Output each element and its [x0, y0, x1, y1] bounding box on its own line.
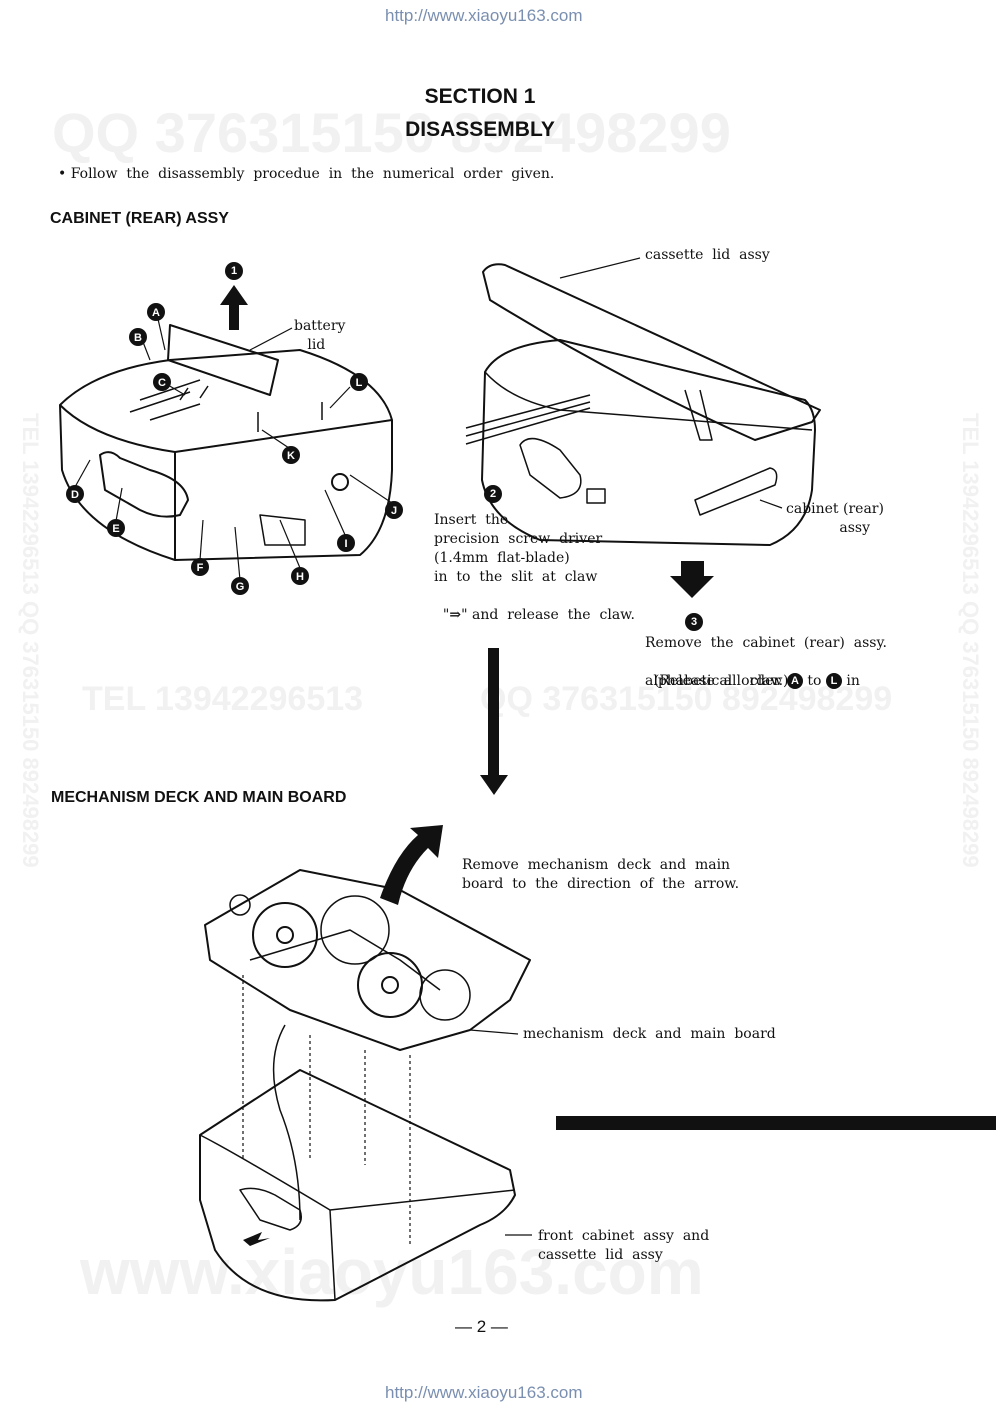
down-arrow-step3	[670, 561, 714, 598]
curved-arrow-remove	[380, 825, 443, 905]
mechanism-deck-drawing	[204, 869, 531, 1051]
svg-text:H: H	[296, 571, 304, 583]
down-arrow-long	[480, 648, 508, 795]
cassette-lid-label: cassette lid assy	[645, 247, 770, 263]
svg-text:I: I	[344, 538, 347, 550]
battery-lid-label: battery lid	[294, 318, 346, 353]
step3-badge: 3	[685, 613, 703, 631]
mechanism-deck-label: mechanism deck and main board	[523, 1026, 776, 1042]
front-cabinet-drawing	[199, 1024, 516, 1302]
svg-text:E: E	[112, 523, 119, 535]
step2-quote-open: "	[442, 607, 450, 623]
cabinet-rear-heading: CABINET (REAR) ASSY	[50, 210, 229, 227]
remove-mechanism-text: Remove mechanism deck and main board to …	[462, 857, 740, 892]
svg-text:J: J	[391, 505, 397, 517]
svg-text:D: D	[71, 489, 79, 501]
step3-line2: (Release all claw A to L in	[645, 653, 860, 691]
claw-badge-i: I	[337, 534, 355, 552]
svg-text:A: A	[152, 307, 160, 319]
step3-badge-a: A	[786, 673, 803, 689]
step2-last-text: " and release the claw.	[461, 607, 635, 623]
cabinet-rear-label: cabinet (rear) assy	[786, 501, 884, 536]
step2-last-line: "⇒" and release the claw.	[434, 587, 635, 625]
claw-badge-h: H	[291, 567, 309, 585]
step1-badge: 1	[225, 262, 243, 280]
step3-line1: Remove the cabinet (rear) assy.	[645, 635, 887, 651]
footer-url[interactable]: http://www.xiaoyu163.com	[385, 1383, 583, 1402]
step3-line3: alphabetical order.)	[645, 673, 789, 689]
claw-badge-d: D	[66, 485, 84, 503]
front-cabinet-label: front cabinet assy and cassette lid assy	[538, 1228, 710, 1263]
claw-badge-e: E	[107, 519, 125, 537]
watermark-tel-mid: TEL 13942296513	[82, 680, 364, 718]
claw-badge-a: A	[147, 303, 165, 321]
header-url[interactable]: http://www.xiaoyu163.com	[385, 6, 583, 25]
step3-line2-c: in	[841, 673, 860, 689]
slit-arrow-icon: ⇒	[449, 607, 462, 623]
svg-text:K: K	[287, 450, 295, 462]
watermark-qq-top: QQ 376315150 892498299	[52, 101, 731, 164]
claw-badges: A B C D E F G H I J K L	[66, 303, 403, 595]
intro-text: • Follow the disassembly procedue in the…	[58, 166, 555, 182]
claw-badge-g: G	[231, 577, 249, 595]
step3-badge-l: L	[825, 673, 842, 689]
svg-text:C: C	[158, 377, 166, 389]
watermark-site: www.xiaoyu163.com	[80, 1236, 704, 1308]
claw-badge-k: K	[282, 446, 300, 464]
cassette-player-drawing	[465, 263, 821, 546]
watermark-qq-mid: QQ 376315150 892498299	[480, 680, 893, 718]
claw-badge-c: C	[153, 373, 171, 391]
black-bar	[556, 1116, 996, 1130]
up-arrow-step1	[220, 285, 248, 330]
svg-text:B: B	[134, 332, 142, 344]
claw-badge-f: F	[191, 558, 209, 576]
claw-badge-j: J	[385, 501, 403, 519]
svg-text:L: L	[356, 377, 363, 389]
claw-badge-l: L	[350, 373, 368, 391]
section-subtitle: DISASSEMBLY	[405, 118, 555, 141]
step2-text: Insert the precision screw driver (1.4mm…	[434, 512, 603, 585]
mechanism-heading: MECHANISM DECK AND MAIN BOARD	[51, 789, 347, 806]
step3-line2-b: to	[802, 673, 826, 689]
section-title: SECTION 1	[424, 85, 536, 108]
step2-badge: 2	[484, 485, 502, 503]
step3-line2-a: (Release all claw	[653, 673, 787, 689]
claw-badge-b: B	[129, 328, 147, 346]
svg-text:F: F	[197, 562, 204, 574]
svg-text:G: G	[236, 581, 245, 593]
page-number: — 2 —	[455, 1317, 508, 1336]
